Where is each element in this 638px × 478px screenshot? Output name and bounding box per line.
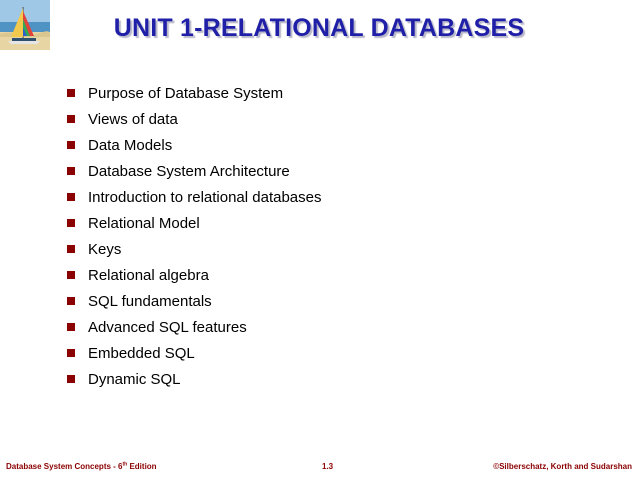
bullet-item-relational-model: Relational Model xyxy=(67,210,322,236)
bullet-text: Introduction to relational databases xyxy=(88,188,322,206)
footer-page-number: 1.3 xyxy=(322,462,334,471)
bullet-item-dynamic-sql: Dynamic SQL xyxy=(67,366,322,392)
square-bullet-icon xyxy=(67,271,75,279)
square-bullet-icon xyxy=(67,323,75,331)
footer-book-title-text: Database System Concepts - 6 xyxy=(6,462,123,471)
square-bullet-icon xyxy=(67,375,75,383)
sailboat-logo-icon xyxy=(0,0,50,50)
bullet-text: Views of data xyxy=(88,110,178,128)
slide-footer: Database System Concepts - 6th Edition 1… xyxy=(0,462,638,476)
slide-title: UNIT 1-RELATIONAL DATABASES xyxy=(113,14,525,42)
bullet-text: Data Models xyxy=(88,136,173,154)
bullet-item-database-system-architecture: Database System Architecture xyxy=(67,158,322,184)
bullet-item-keys: Keys xyxy=(67,236,322,262)
footer-copyright: ©Silberschatz, Korth and Sudarshan xyxy=(493,462,632,471)
bullet-text: SQL fundamentals xyxy=(88,292,212,310)
footer-edition-superscript: th xyxy=(122,461,128,468)
topic-bullet-list: Purpose of Database System Views of data… xyxy=(67,80,322,392)
bullet-text: Advanced SQL features xyxy=(88,318,247,336)
square-bullet-icon xyxy=(67,219,75,227)
square-bullet-icon xyxy=(67,115,75,123)
bullet-text: Relational algebra xyxy=(88,266,209,284)
bullet-text: Embedded SQL xyxy=(88,344,195,362)
bullet-item-introduction-to-relational-databases: Introduction to relational databases xyxy=(67,184,322,210)
square-bullet-icon xyxy=(67,89,75,97)
footer-book-title: Database System Concepts - 6th Edition xyxy=(6,462,157,471)
bullet-item-data-models: Data Models xyxy=(67,132,322,158)
square-bullet-icon xyxy=(67,297,75,305)
bullet-item-views-of-data: Views of data xyxy=(67,106,322,132)
bullet-text: Relational Model xyxy=(88,214,200,232)
bullet-text: Dynamic SQL xyxy=(88,370,181,388)
footer-edition-text: Edition xyxy=(127,462,157,471)
square-bullet-icon xyxy=(67,349,75,357)
bullet-text: Database System Architecture xyxy=(88,162,290,180)
square-bullet-icon xyxy=(67,141,75,149)
bullet-item-sql-fundamentals: SQL fundamentals xyxy=(67,288,322,314)
square-bullet-icon xyxy=(67,245,75,253)
bullet-item-advanced-sql-features: Advanced SQL features xyxy=(67,314,322,340)
square-bullet-icon xyxy=(67,167,75,175)
bullet-text: Purpose of Database System xyxy=(88,84,284,102)
bullet-item-purpose-of-database-system: Purpose of Database System xyxy=(67,80,322,106)
square-bullet-icon xyxy=(67,193,75,201)
bullet-item-embedded-sql: Embedded SQL xyxy=(67,340,322,366)
bullet-text: Keys xyxy=(88,240,122,258)
bullet-item-relational-algebra: Relational algebra xyxy=(67,262,322,288)
